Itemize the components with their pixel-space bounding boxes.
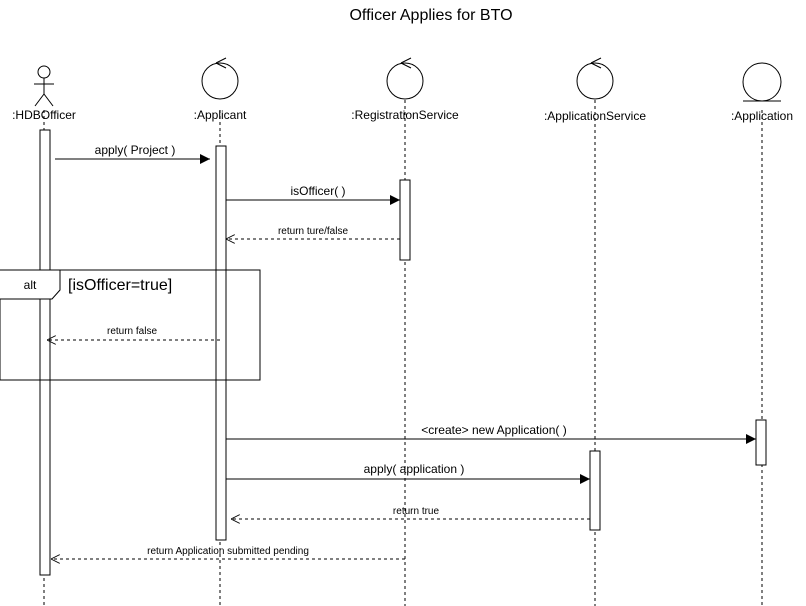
application-service-activation-bar xyxy=(589,450,601,531)
registration-service-activation-bar xyxy=(399,179,411,261)
apply-application-label: apply( application ) xyxy=(364,462,465,476)
application-service-label: :ApplicationService xyxy=(544,109,646,123)
return-true-label: return true xyxy=(393,506,440,517)
application-entity-icon xyxy=(742,62,782,102)
officer-label: :HDBOfficer xyxy=(12,108,76,122)
application-activation-bar xyxy=(755,419,767,466)
applicant-label: :Applicant xyxy=(194,108,247,122)
registration-service-label: :RegistrationService xyxy=(351,108,459,122)
officer-activation-bar xyxy=(39,129,51,576)
apply-project-label: apply( Project ) xyxy=(95,143,176,157)
is-officer-label: isOfficer( ) xyxy=(290,184,345,198)
alt-operator-label: alt xyxy=(24,278,37,292)
alt-guard-label: [isOfficer=true] xyxy=(68,277,172,294)
return-submitted-label: return Application submitted pending xyxy=(147,546,309,557)
alt-fragment xyxy=(0,269,261,381)
create-application-label: <create> new Application( ) xyxy=(421,423,566,437)
application-label: :Application xyxy=(731,109,793,123)
registration-service-control-icon xyxy=(386,57,424,100)
officer-actor-icon xyxy=(34,65,54,107)
return-false-label: return false xyxy=(107,326,157,337)
applicant-control-icon xyxy=(201,57,239,100)
applicant-activation-bar xyxy=(215,145,227,541)
application-service-control-icon xyxy=(576,57,614,100)
return-ture-false-label: return ture/false xyxy=(278,226,348,237)
diagram-title: Officer Applies for BTO xyxy=(349,7,512,24)
